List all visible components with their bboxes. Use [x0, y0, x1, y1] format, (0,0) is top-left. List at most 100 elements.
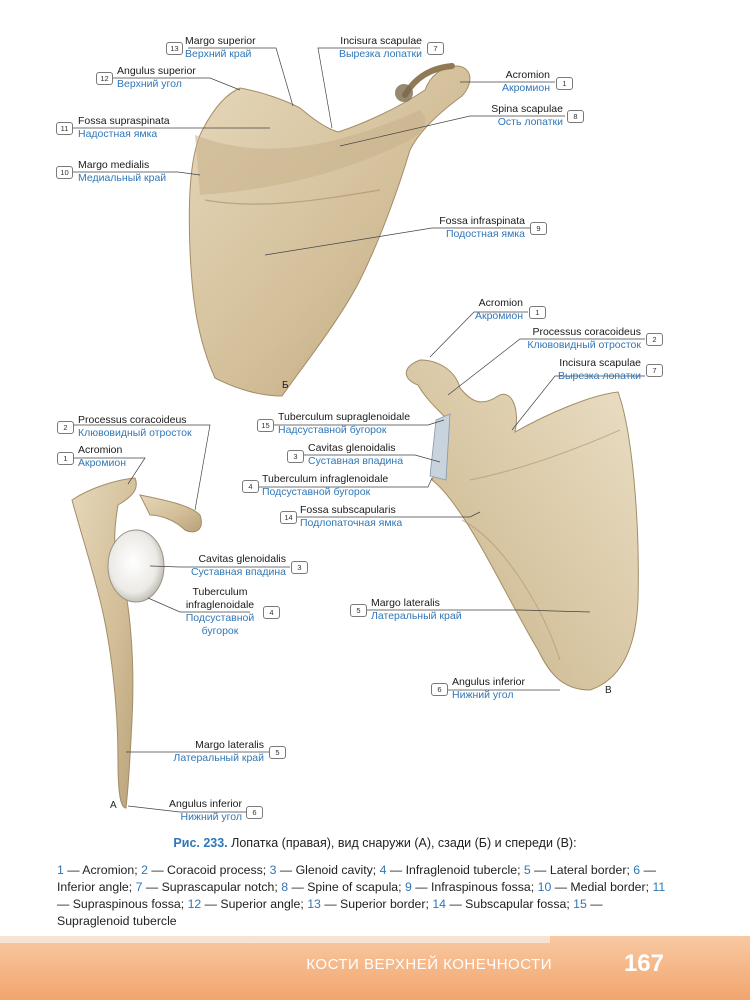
callout-number: 1: [556, 77, 573, 90]
latin-term: Margo superior: [185, 35, 256, 47]
legend-number: 12: [187, 897, 202, 911]
russian-term: Верхний край: [185, 48, 252, 60]
label-incisura-scapulae-b: Incisura scapulae Вырезка лопатки: [339, 35, 422, 61]
label-cavitas-glenoidalis-a: Cavitas glenoidalis Суставная впадина: [191, 553, 286, 579]
callout-number: 6: [246, 806, 263, 819]
latin-term: Spina scapulae: [491, 103, 563, 115]
label-tuberculum-infraglenoidale-v: Tuberculum infraglenoidale Подсуставной …: [262, 473, 388, 499]
callout-number: 1: [529, 306, 546, 319]
latin-term: Cavitas glenoidalis: [198, 553, 286, 565]
label-processus-coracoideus-v: Processus coracoideus Клювовидный отрост…: [527, 326, 641, 352]
legend-text: — Suprascapular notch;: [145, 880, 278, 894]
latin-term: Processus coracoideus: [78, 414, 187, 426]
legend-number: 4: [379, 863, 387, 877]
russian-term: Верхний угол: [117, 78, 182, 90]
latin-term: Margo lateralis: [371, 597, 440, 609]
russian-term: Клювовидный отросток: [527, 339, 641, 351]
latin-term: Fossa infraspinata: [439, 215, 525, 227]
legend-number: 9: [404, 880, 412, 894]
latin-term: Tuberculum supraglenoidale: [278, 411, 411, 423]
callout-number: 12: [96, 72, 113, 85]
callout-number: 1: [57, 452, 74, 465]
legend-number: 3: [269, 863, 277, 877]
russian-term: Подостная ямка: [446, 228, 525, 240]
callout-number: 6: [431, 683, 448, 696]
latin-term: Incisura scapulae: [340, 35, 422, 47]
caption-text: Лопатка (правая), вид снаружи (А), сзади…: [231, 836, 577, 850]
scapula-posterior-view: [188, 63, 471, 397]
russian-term: Подсуставной бугорок: [262, 486, 371, 498]
legend: 1 — Acromion; 2 — Coracoid process; 3 — …: [57, 862, 667, 930]
latin-term: Angulus superior: [117, 65, 196, 77]
legend-text: — Infraglenoid tubercle;: [389, 863, 521, 877]
callout-number: 2: [57, 421, 74, 434]
label-angulus-superior: Angulus superior Верхний угол: [117, 65, 196, 91]
russian-term: бугорок: [201, 625, 239, 637]
page-footer: КОСТИ ВЕРХНЕЙ КОНЕЧНОСТИ 167: [0, 936, 750, 1000]
latin-term: Acromion: [505, 69, 550, 81]
label-acromion-v: Acromion Акромион: [475, 297, 523, 323]
callout-number: 14: [280, 511, 297, 524]
russian-term: Нижний угол: [452, 689, 514, 701]
figure-number: Рис. 233.: [173, 836, 228, 850]
legend-text: — Infraspinous fossa;: [415, 880, 535, 894]
latin-term: Angulus inferior: [169, 798, 242, 810]
legend-number: 2: [141, 863, 148, 877]
legend-number: 14: [432, 897, 447, 911]
label-incisura-scapulae-v: Incisura scapulae Вырезка лопатки: [558, 357, 641, 383]
latin-term: Margo medialis: [78, 159, 150, 171]
russian-term: Надостная ямка: [78, 128, 158, 140]
callout-number: 5: [269, 746, 286, 759]
russian-term: Ость лопатки: [497, 116, 563, 128]
label-fossa-subscapularis: Fossa subscapularis Подлопаточная ямка: [300, 504, 402, 530]
label-margo-medialis: Margo medialis Медиальный край: [78, 159, 166, 185]
latin-term: Cavitas glenoidalis: [308, 442, 396, 454]
callout-number: 3: [287, 450, 304, 463]
legend-text: — Subscapular fossa;: [449, 897, 570, 911]
latin-term: Fossa subscapularis: [300, 504, 396, 516]
latin-term: Acromion: [478, 297, 523, 309]
legend-text: — Inferior angle;: [57, 863, 656, 894]
callout-number: 13: [166, 42, 183, 55]
callout-number: 9: [530, 222, 547, 235]
figure-caption: Рис. 233. Лопатка (правая), вид снаружи …: [0, 836, 750, 850]
legend-text: — Supraspinous fossa;: [57, 897, 185, 911]
scapula-illustrations: [71, 47, 645, 813]
leader-lines: [72, 47, 645, 813]
legend-number: 6: [633, 863, 641, 877]
legend-number: 7: [135, 880, 143, 894]
latin-term: Tuberculum: [192, 586, 248, 598]
latin-term: Margo lateralis: [195, 739, 264, 751]
label-angulus-inferior-a: Angulus inferior Нижний угол: [169, 798, 242, 824]
latin-term: Acromion: [78, 444, 123, 456]
view-letter-a: А: [110, 800, 117, 811]
view-letter-v: В: [605, 685, 612, 696]
russian-term: Латеральный край: [173, 752, 264, 764]
russian-term: Акромион: [78, 457, 126, 469]
latin-term: Fossa supraspinata: [78, 115, 170, 127]
label-cavitas-glenoidalis-v: Cavitas glenoidalis Суставная впадина: [308, 442, 403, 468]
russian-term: Надсуставной бугорок: [278, 424, 387, 436]
callout-number: 15: [257, 419, 274, 432]
callout-number: 4: [242, 480, 259, 493]
label-margo-lateralis-a: Margo lateralis Латеральный край: [173, 739, 264, 765]
russian-term: Суставная впадина: [190, 566, 286, 578]
legend-text: — Supraglenoid tubercle: [57, 897, 603, 928]
legend-number: 1: [57, 863, 64, 877]
legend-text: — Acromion;: [67, 863, 138, 877]
latin-term: infraglenoidale: [185, 599, 255, 611]
label-acromion-b: Acromion Акромион: [502, 69, 550, 95]
legend-number: 5: [523, 863, 531, 877]
label-angulus-inferior-v: Angulus inferior Нижний угол: [452, 676, 525, 702]
legend-number: 11: [652, 880, 666, 894]
russian-term: Нижний угол: [180, 811, 242, 823]
latin-term: Incisura scapulae: [559, 357, 641, 369]
callout-number: 2: [646, 333, 663, 346]
callout-number: 3: [291, 561, 308, 574]
russian-term: Суставная впадина: [308, 455, 404, 467]
russian-term: Латеральный край: [371, 610, 462, 622]
russian-term: Подлопаточная ямка: [300, 517, 403, 529]
russian-term: Вырезка лопатки: [338, 48, 422, 60]
label-tuberculum-infraglenoidale-a: Tuberculum infraglenoidale Подсуставной …: [180, 586, 260, 638]
callout-number: 7: [427, 42, 444, 55]
